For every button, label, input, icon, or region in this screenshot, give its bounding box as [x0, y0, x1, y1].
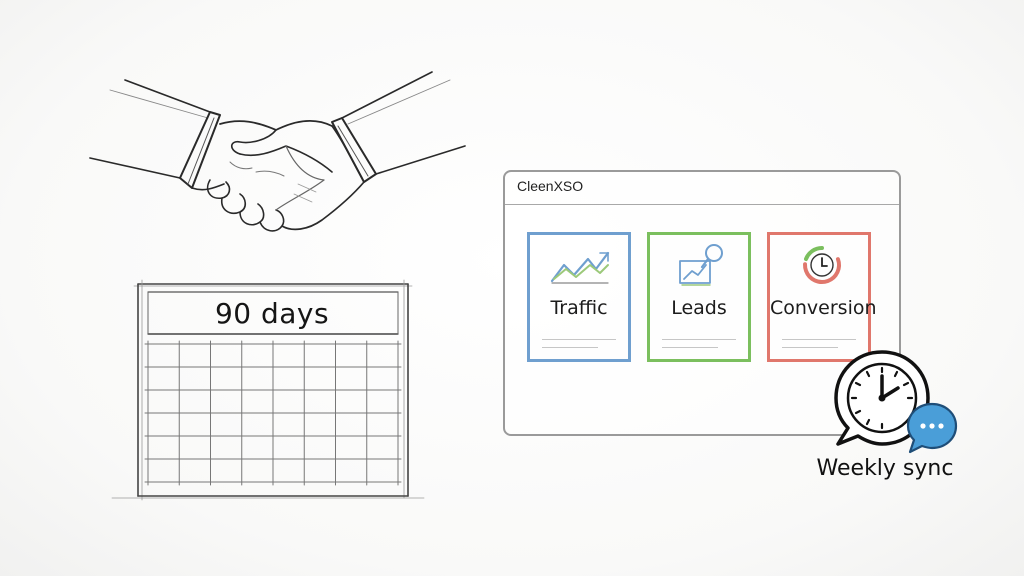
card-line	[542, 347, 598, 348]
sync-graphic	[834, 350, 958, 454]
card-line	[782, 339, 856, 340]
conversion-card[interactable]: Conversion	[767, 232, 877, 362]
card-line	[782, 347, 838, 348]
window-title: CleenXSO	[517, 178, 584, 194]
leads-card[interactable]: Leads	[647, 232, 751, 362]
card-line	[662, 339, 736, 340]
traffic-card[interactable]: Traffic	[527, 232, 631, 362]
conversion-label: Conversion	[770, 297, 877, 319]
calendar-grid	[111, 279, 425, 501]
leads-label: Leads	[671, 297, 727, 319]
weekly-sync-label: Weekly sync	[816, 456, 954, 481]
window-divider	[505, 204, 899, 205]
calendar-title: 90 days	[214, 296, 330, 330]
traffic-label: Traffic	[550, 297, 608, 319]
card-line	[662, 347, 718, 348]
magnifier-chart-icon	[679, 244, 723, 286]
chat-bubble-icon	[906, 402, 958, 454]
card-line	[542, 339, 616, 340]
line-chart-icon	[550, 251, 610, 284]
clock-gauge-icon	[803, 245, 841, 284]
handshake-icon	[89, 71, 466, 232]
clock-icon	[834, 350, 930, 446]
